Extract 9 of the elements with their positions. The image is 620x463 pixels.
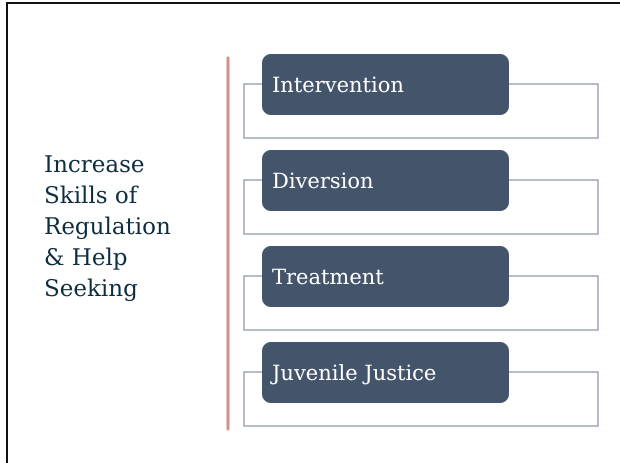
- box-label: Juvenile Justice: [272, 360, 436, 384]
- category-box: [262, 54, 509, 115]
- category-box: [262, 246, 509, 307]
- box-label: Intervention: [272, 72, 404, 96]
- heading-text: Increase Skills of Regulation & Help Seeking: [44, 151, 172, 304]
- box-label: Treatment: [272, 264, 384, 288]
- category-box: [262, 150, 509, 211]
- box-label: Diversion: [272, 168, 374, 192]
- category-box: [262, 342, 509, 403]
